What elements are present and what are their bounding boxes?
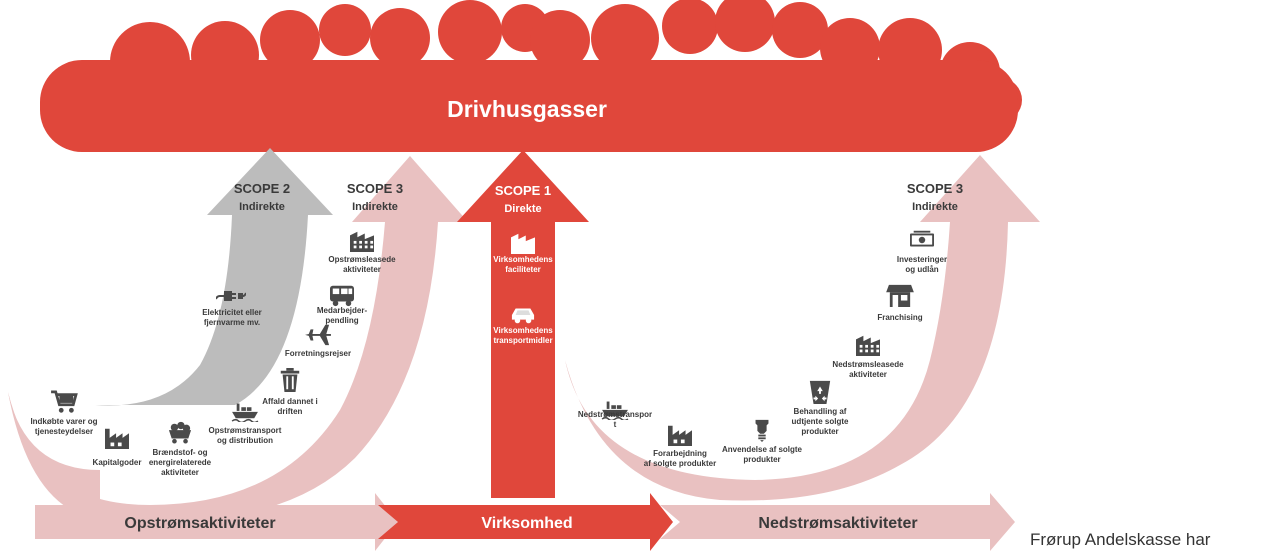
ship-icon (231, 402, 259, 422)
factory-icon (668, 425, 692, 446)
scope3-upstream-arrow-body (8, 392, 100, 520)
scope2-subheading: Indirekte (239, 201, 285, 213)
scope3-upstream-subheading: Indirekte (352, 201, 398, 213)
cloud-title: Drivhusgasser (447, 96, 607, 122)
building-icon (350, 231, 374, 252)
scope1-arrow (457, 150, 589, 498)
scope3-downstream-item-4-line-3: produkter (801, 427, 838, 436)
lightbulb-icon (755, 419, 769, 442)
scope3-upstream-item-8-line-2: aktiviteter (343, 265, 381, 274)
scope3-upstream-item-7-line-2: pendling (325, 316, 358, 325)
scope3-upstream-item-7: Medarbejder-pendling (317, 285, 368, 325)
scope1-item-2-line-1: Virksomhedens (493, 326, 553, 335)
scope3-upstream-item-3-line-1: Brændstof- og (152, 448, 207, 457)
factory-icon (105, 428, 129, 449)
scope2-item-line1: Elektricitet eller (202, 308, 262, 317)
scope2-item-line2: fjernvarme mv. (204, 318, 260, 327)
trash-icon (280, 368, 300, 392)
scope3-upstream-item-7-line-1: Medarbejder- (317, 306, 368, 315)
scope3-upstream-item-5-line-2: driften (278, 407, 303, 416)
scope3-downstream-subheading: Indirekte (912, 201, 958, 213)
upstream-activities-label: Opstrømsaktiviteter (124, 515, 275, 532)
scope3-downstream-item-6-line-1: Franchising (877, 313, 922, 322)
greenhouse-gas-cloud (40, 0, 1022, 152)
scope3-upstream-item-1-line-1: Indkøbte varer og (30, 417, 97, 426)
scope3-downstream-item-7-line-1: Investeringer (897, 255, 947, 264)
scope3-upstream-arrow (8, 156, 468, 521)
coal-cart-icon (168, 421, 192, 444)
recycle-icon (809, 380, 831, 404)
scope3-upstream-heading: SCOPE 3 (347, 181, 403, 196)
scope3-downstream-item-3-line-1: Anvendelse af solgte (722, 445, 803, 454)
plane-icon (305, 324, 331, 346)
scope1-item-1-line-1: Virksomhedens (493, 255, 553, 264)
scope1-item-2-line-2: transportmidler (493, 336, 552, 345)
bus-icon (330, 285, 354, 307)
scope3-upstream-item-5-line-1: Affald dannet i (262, 397, 318, 406)
scope3-upstream-item-1-line-2: tjenesteydelser (35, 427, 93, 436)
scope2-heading: SCOPE 2 (234, 181, 290, 196)
scope3-upstream-item-2: Kapitalgoder (93, 428, 142, 467)
scope3-downstream-item-1-line-2: t (614, 420, 617, 429)
scope3-upstream-item-2-line-1: Kapitalgoder (93, 458, 142, 467)
scope3-downstream-item-5-line-1: Nedstrømsleasede (832, 360, 904, 369)
scope3-downstream-item-1-line-1: Nedstrømstranspor (578, 410, 652, 419)
scope3-upstream-item-3-line-3: aktiviteter (161, 468, 199, 477)
scope3-upstream-item-3-line-2: energirelaterede (149, 458, 212, 467)
scope3-downstream-item-4-line-1: Behandling af (794, 407, 847, 416)
scope3-downstream-item-2-line-2: af solgte produkter (644, 459, 716, 468)
scope1-item-1-line-2: faciliteter (505, 265, 541, 274)
scope1-heading: SCOPE 1 (495, 183, 551, 198)
scope3-upstream-item-4-line-1: Opstrømstransport (209, 426, 282, 435)
scope2-item: Elektricitet eller fjernvarme mv. (202, 290, 262, 327)
scope3-upstream-item-6-line-1: Forretningsrejser (285, 349, 351, 358)
company-label: Virksomhed (481, 515, 572, 532)
downstream-activities-label: Nedstrømsaktiviteter (758, 515, 917, 532)
scope3-downstream-item-2-line-1: Forarbejdning (653, 449, 707, 458)
company-arrow (378, 493, 673, 551)
scope3-downstream-item-4-line-2: udtjente solgte (792, 417, 849, 426)
scope3-downstream-item-5-line-2: aktiviteter (849, 370, 887, 379)
downstream-activities-arrow (660, 493, 1015, 551)
building-icon (856, 335, 880, 356)
scope3-upstream-item-4-line-2: og distribution (217, 436, 273, 445)
scope3-downstream-item-3-line-2: produkter (743, 455, 780, 464)
scope3-upstream-item-8-line-1: Opstrømsleasede (328, 255, 396, 264)
scope3-downstream-item-6: Franchising (877, 284, 923, 322)
scope2-arrow (95, 148, 333, 406)
scope3-downstream-heading: SCOPE 3 (907, 181, 963, 196)
scope3-downstream-item-7-line-2: og udlån (905, 265, 938, 274)
shop-icon (886, 284, 914, 307)
scope1-subheading: Direkte (504, 203, 541, 215)
scope3-downstream-arrow (565, 155, 1040, 501)
scope3-upstream-item-6: Forretningsrejser (285, 324, 351, 358)
cart-icon (50, 390, 78, 414)
caption-text: Frørup Andelskasse har (1030, 530, 1211, 549)
money-icon (910, 230, 934, 247)
upstream-activities-arrow (35, 493, 398, 551)
